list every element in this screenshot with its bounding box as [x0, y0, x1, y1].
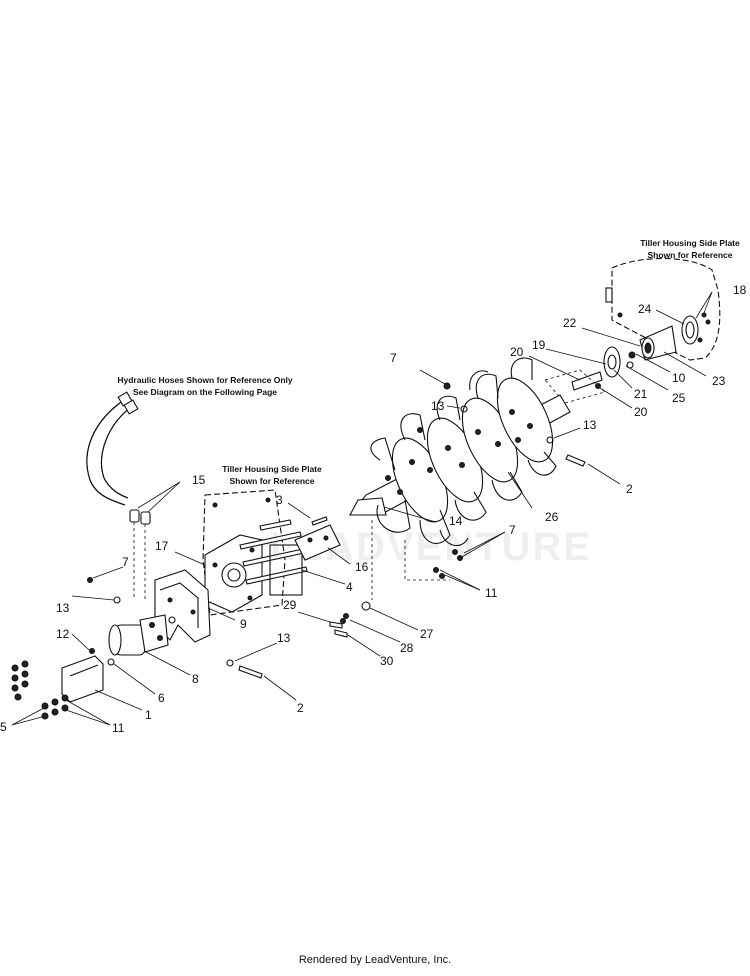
right-housing-side-plate	[605, 257, 721, 361]
nut-12	[89, 648, 95, 654]
housing-left-note-line2: Shown for Reference	[229, 476, 314, 486]
callout-13-bottom: 13	[277, 631, 291, 645]
callout-7-top: 7	[390, 351, 397, 365]
callout-19: 19	[532, 338, 546, 352]
callout-2-right: 2	[626, 482, 633, 496]
callout-5: 5	[0, 720, 7, 734]
housing-left-note-line1: Tiller Housing Side Plate	[222, 464, 322, 474]
callout-28: 28	[400, 641, 414, 655]
bolt-30	[334, 629, 348, 638]
callout-13-top: 13	[431, 399, 445, 413]
callout-7-right: 7	[509, 523, 516, 537]
leader-lines	[11, 291, 713, 726]
callout-2-bottom: 2	[297, 701, 304, 715]
callout-8: 8	[192, 672, 199, 686]
motor-mount-plate-17	[204, 534, 263, 613]
callout-15: 15	[192, 473, 206, 487]
callout-4: 4	[346, 580, 353, 594]
cover-1	[61, 655, 104, 703]
callout-9: 9	[240, 617, 247, 631]
callout-30: 30	[380, 654, 394, 668]
housing-right-note-line1: Tiller Housing Side Plate	[640, 238, 740, 248]
washer-13-top	[460, 405, 468, 413]
washer-13-left	[113, 596, 121, 604]
callout-29: 29	[283, 598, 297, 612]
callout-21: 21	[634, 387, 648, 401]
washer-13-right	[546, 436, 554, 444]
callout-16: 16	[355, 560, 369, 574]
callout-numbers: 18 24 22 19 20 10 23 21 25 20 7 13 13 2 …	[0, 283, 747, 735]
nut-28	[343, 613, 349, 619]
hydraulic-motor-8	[108, 614, 176, 656]
callout-6: 6	[158, 691, 165, 705]
lock-nut-7-top	[443, 382, 451, 390]
bolt-2-right	[565, 454, 586, 467]
callout-7-left: 7	[122, 555, 129, 569]
bolt-2-bottom	[238, 665, 263, 679]
washer-27	[361, 601, 371, 611]
hose-fittings-15	[129, 509, 151, 600]
callout-12: 12	[56, 627, 70, 641]
callout-11-right: 11	[485, 586, 498, 600]
callout-27: 27	[420, 627, 434, 641]
callout-23: 23	[712, 374, 726, 388]
bolt-3	[311, 516, 328, 526]
left-housing-side-plate	[202, 489, 286, 616]
hoses-note-line1: Hydraulic Hoses Shown for Reference Only	[117, 375, 293, 385]
hydraulic-hoses	[86, 391, 139, 506]
callout-1: 1	[145, 708, 152, 722]
footer-credit: Rendered by LeadVenture, Inc.	[298, 954, 452, 966]
callout-10: 10	[672, 371, 686, 385]
washer-13-bottom	[226, 659, 234, 667]
callout-20-top: 20	[510, 345, 524, 359]
callout-24: 24	[638, 302, 652, 316]
callout-22: 22	[563, 316, 577, 330]
callout-17: 17	[155, 539, 169, 553]
callout-26: 26	[545, 510, 559, 524]
tine-assembly	[348, 357, 571, 547]
bolt-29	[329, 621, 343, 629]
housing-right-note-line2: Shown for Reference	[647, 250, 732, 260]
callout-14: 14	[449, 514, 463, 528]
callout-20-bottom: 20	[634, 405, 648, 419]
bearing-assembly-right	[544, 312, 711, 404]
callout-11-left: 11	[112, 721, 125, 735]
lock-nut-7-left	[87, 577, 93, 583]
callout-18: 18	[733, 283, 747, 297]
callout-13-right: 13	[583, 418, 597, 432]
washer-6	[107, 658, 115, 666]
hoses-note-line2: See Diagram on the Following Page	[133, 387, 277, 397]
plate-16	[294, 524, 341, 561]
callout-3: 3	[276, 493, 283, 507]
nuts-5	[11, 660, 69, 720]
bolts-4	[239, 519, 308, 596]
callout-25: 25	[672, 391, 686, 405]
callout-13-left: 13	[56, 601, 70, 615]
